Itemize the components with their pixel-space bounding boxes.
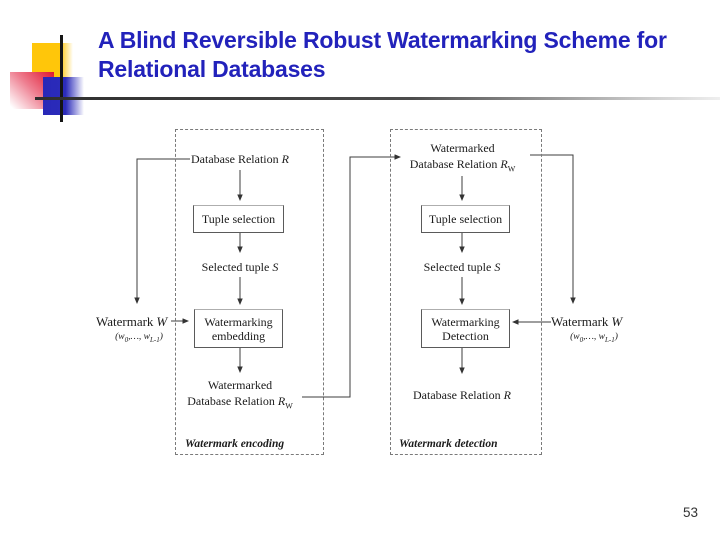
watermark-input-text: Watermark — [96, 314, 154, 329]
encoding-selected-label: Selected tuple — [201, 260, 270, 274]
embedding-line2: embedding — [211, 328, 266, 343]
encoding-caption: Watermark encoding — [185, 438, 285, 450]
title-underline-rule — [35, 97, 720, 100]
detection-selected-var: S — [494, 260, 501, 274]
detection-line1: Watermarking — [431, 314, 500, 329]
watermark-input-var: W — [156, 314, 168, 329]
detection-source-label: Database Relation — [409, 157, 498, 171]
decor-vertical-line — [60, 35, 63, 122]
encoding-source-label: Database Relation — [191, 152, 279, 166]
encoding-selected-var: S — [272, 260, 279, 274]
embedding-line1: Watermarking — [204, 314, 273, 329]
slide-title: A Blind Reversible Robust Watermarking S… — [98, 27, 667, 82]
watermark-encoding-group: Watermark encoding — [175, 129, 324, 455]
watermarking-detection-box: Watermarking Detection — [421, 309, 510, 348]
detection-tuple-selection-box: Tuple selection — [421, 205, 510, 233]
watermark-output-text: Watermark — [551, 314, 609, 329]
encoding-source-var: R — [281, 152, 289, 166]
encoding-tuple-selection-box: Tuple selection — [193, 205, 284, 233]
detection-caption: Watermark detection — [399, 438, 498, 450]
detection-source-var: R — [500, 157, 508, 171]
detection-output-label: Database Relation — [413, 388, 501, 402]
watermark-output-sequence: (w0,…, wL-1) — [570, 332, 618, 344]
decor-blue-square — [43, 77, 84, 115]
watermark-detection-group: Watermark detection — [390, 129, 542, 455]
encoding-output-line1: Watermarked — [207, 378, 273, 392]
encoding-tuple-selection-label: Tuple selection — [201, 212, 276, 226]
detection-source-sub: W — [507, 164, 516, 174]
watermark-output-var: W — [611, 314, 623, 329]
encoding-output-label: Database Relation — [187, 394, 275, 408]
detection-line2: Detection — [442, 328, 489, 343]
detection-output-var: R — [503, 388, 511, 402]
detection-source-line1: Watermarked — [430, 141, 495, 155]
encoding-output-var: R — [277, 394, 286, 408]
encoding-output-sub: W — [285, 401, 293, 411]
watermarking-embedding-box: Watermarking embedding — [194, 309, 283, 348]
detection-tuple-selection-label: Tuple selection — [428, 212, 503, 226]
detection-selected-label: Selected tuple — [423, 260, 492, 274]
page-number: 53 — [683, 505, 699, 520]
watermark-input-sequence: (w0,…, wL-1) — [115, 332, 163, 344]
